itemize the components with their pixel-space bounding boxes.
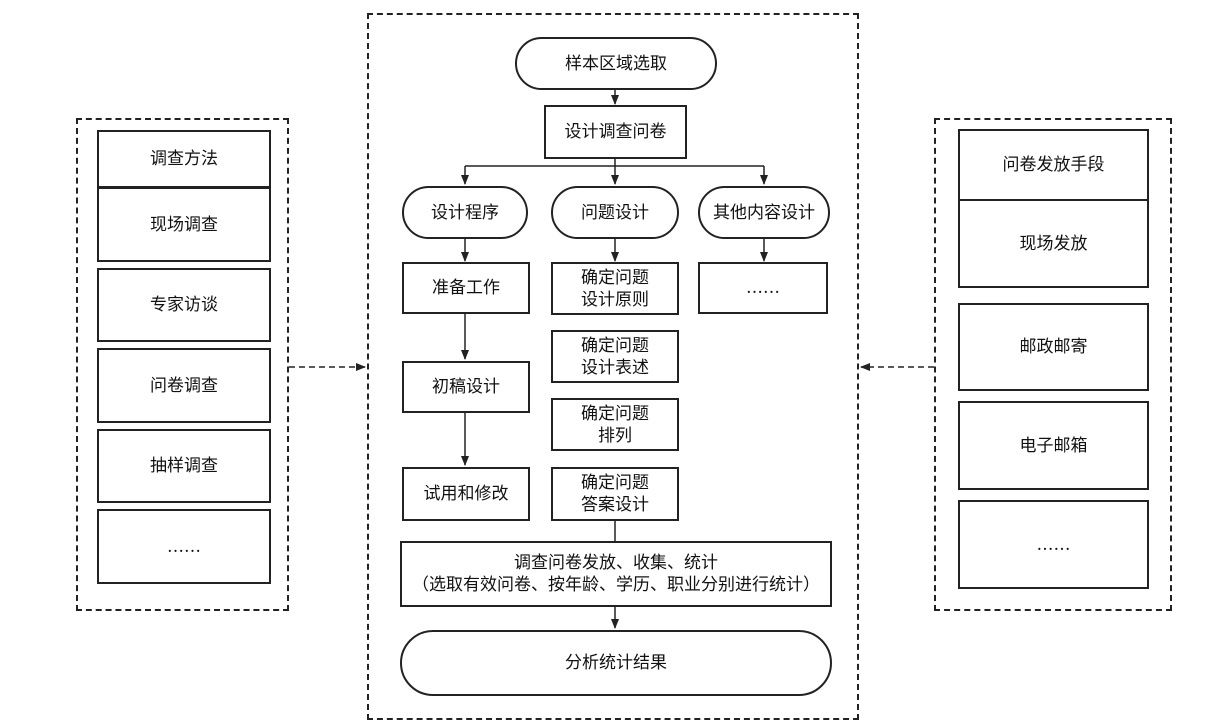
right-item-postal-mail: 邮政邮寄: [958, 303, 1149, 391]
node-design-procedure: 设计程序: [402, 186, 528, 239]
node-analysis-results: 分析统计结果: [400, 630, 832, 696]
node-design-questionnaire: 设计调查问卷: [544, 105, 687, 159]
left-item-field-survey: 现场调查: [97, 187, 271, 262]
left-item-expert-interview: 专家访谈: [97, 268, 271, 342]
node-other-ellipsis: ……: [698, 262, 828, 314]
right-panel-container: [934, 118, 1172, 611]
node-other-content-design: 其他内容设计: [698, 186, 830, 239]
node-question-design: 问题设计: [551, 186, 679, 239]
left-item-questionnaire-survey: 问卷调查: [97, 348, 271, 423]
node-question-wording: 确定问题 设计表述: [551, 330, 679, 383]
left-header-survey-methods: 调查方法: [97, 130, 271, 188]
node-answer-design: 确定问题 答案设计: [551, 467, 679, 521]
right-header-distribution-means: 问卷发放手段: [958, 129, 1149, 201]
right-item-email: 电子邮箱: [958, 401, 1149, 490]
node-preparation: 准备工作: [402, 262, 530, 314]
right-item-ellipsis: ……: [958, 500, 1149, 589]
left-item-ellipsis: ……: [97, 509, 271, 584]
node-distribute-collect-statistics: 调查问卷发放、收集、统计 （选取有效问卷、按年龄、学历、职业分别进行统计）: [400, 541, 832, 607]
right-item-onsite-distribution: 现场发放: [958, 199, 1149, 288]
node-trial-and-revision: 试用和修改: [402, 467, 530, 521]
node-question-principles: 确定问题 设计原则: [551, 262, 679, 315]
center-panel-container: [367, 13, 859, 720]
node-draft-design: 初稿设计: [402, 361, 530, 413]
left-item-sampling-survey: 抽样调查: [97, 429, 271, 503]
left-panel-container: [76, 118, 289, 611]
node-question-order: 确定问题 排列: [551, 398, 679, 451]
node-sample-area-selection: 样本区域选取: [515, 37, 717, 90]
